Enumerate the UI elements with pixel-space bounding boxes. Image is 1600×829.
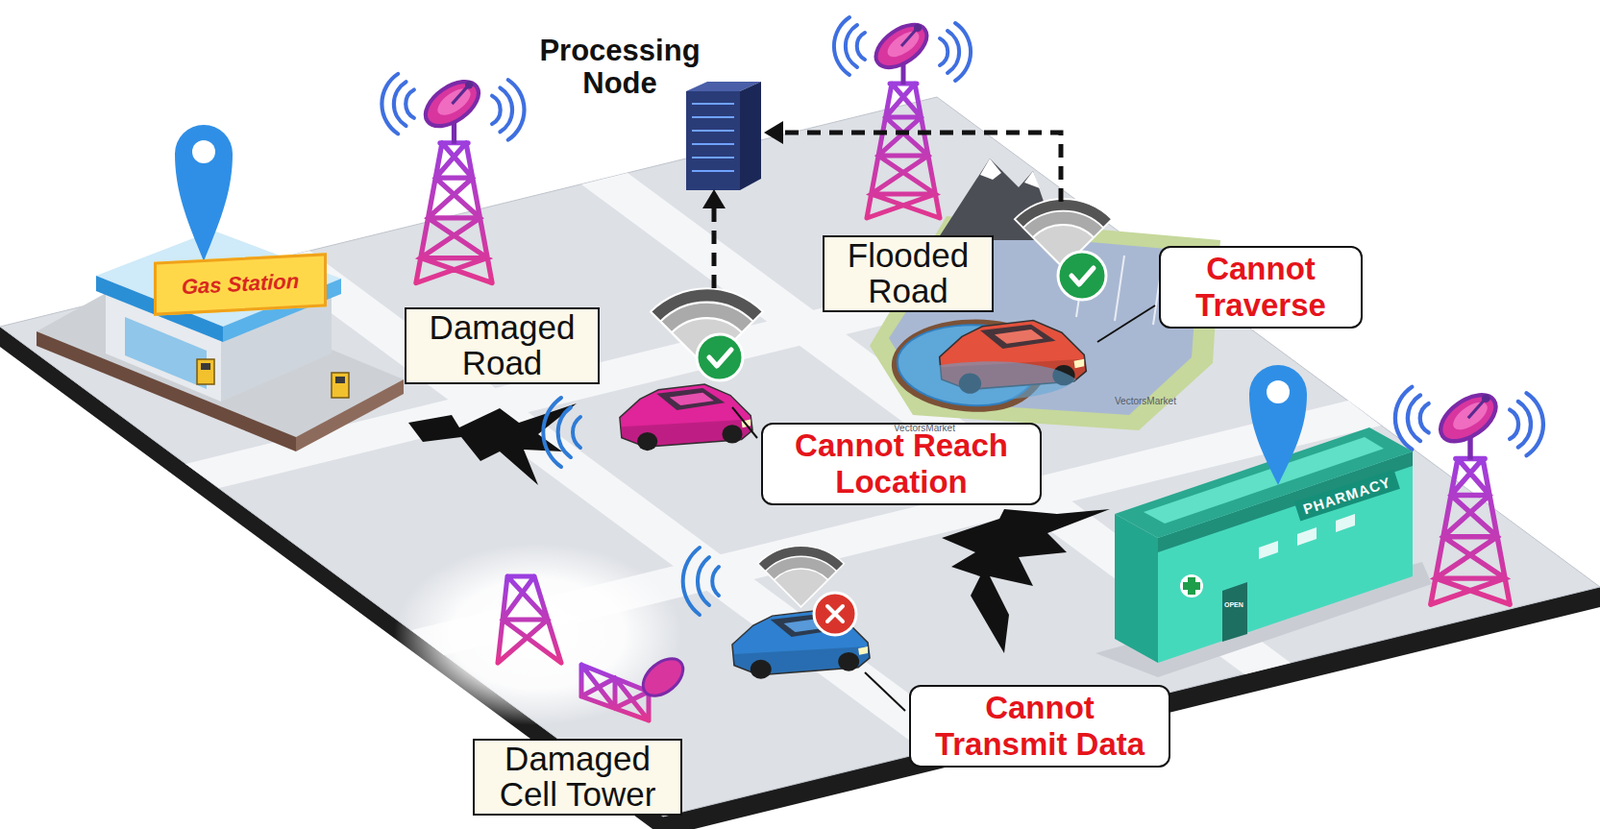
node-text: Flooded Road — [836, 238, 981, 310]
door-sign: OPEN — [1224, 601, 1244, 609]
node-text: Cannot Traverse — [1174, 250, 1348, 324]
location-tag: Damaged Cell Tower — [472, 738, 683, 816]
location-tag: Damaged Road — [404, 307, 600, 385]
node-text: Gas Station — [181, 269, 299, 300]
station-sign: Gas Station — [153, 252, 327, 316]
status-callout: Cannot Reach Location — [761, 422, 1042, 506]
status-callout: Cannot Traverse — [1158, 246, 1363, 329]
watermark: VectorsMarket — [893, 422, 956, 434]
store-sign: PHARMACY — [1294, 469, 1401, 522]
server-label: Processing Node — [523, 34, 716, 100]
node-text: Processing Node — [523, 34, 716, 100]
node-text: Damaged Cell Tower — [486, 741, 669, 813]
watermark: VectorsMarket — [1114, 395, 1177, 407]
node-text: PHARMACY — [1301, 473, 1393, 517]
node-text: Cannot Transmit Data — [924, 689, 1156, 764]
node-text: Damaged Road — [418, 310, 587, 382]
location-tag: Flooded Road — [822, 235, 994, 313]
node-text: Cannot Reach Location — [776, 427, 1027, 501]
status-callout: Cannot Transmit Data — [909, 685, 1171, 768]
